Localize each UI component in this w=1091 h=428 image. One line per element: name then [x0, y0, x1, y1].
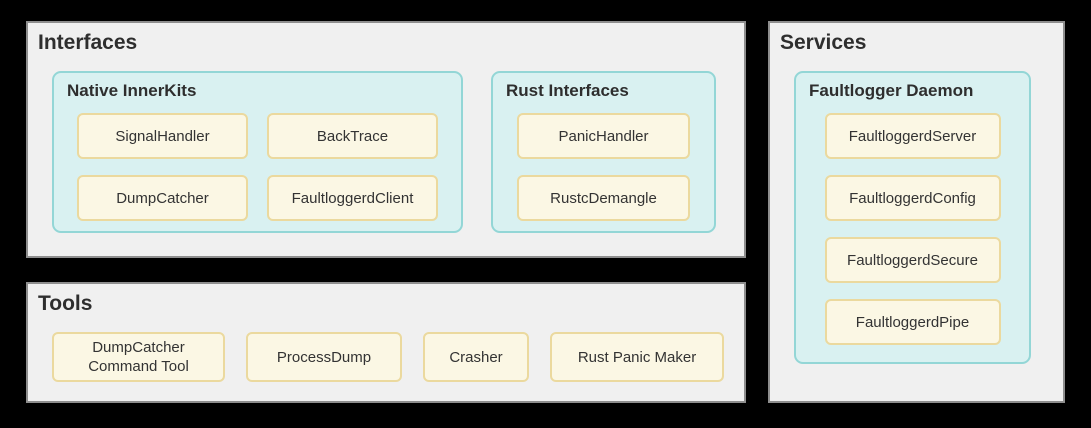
- panel-interfaces-title: Interfaces: [38, 31, 138, 54]
- cluster-rust-interfaces: Rust Interfaces PanicHandler RustcDemang…: [491, 71, 716, 233]
- node-dumpcatcher: DumpCatcher: [77, 175, 248, 221]
- node-faultloggerdconfig: FaultloggerdConfig: [824, 175, 1001, 221]
- panel-tools-title: Tools: [38, 292, 93, 315]
- cluster-native-innerkits: Native InnerKits SignalHandler BackTrace…: [52, 71, 463, 233]
- node-panichandler: PanicHandler: [517, 113, 690, 159]
- interfaces-clusters-row: Native InnerKits SignalHandler BackTrace…: [52, 71, 716, 233]
- panel-tools: Tools DumpCatcher Command Tool ProcessDu…: [26, 282, 746, 403]
- panel-interfaces: Interfaces Native InnerKits SignalHandle…: [26, 21, 746, 258]
- node-faultloggerdclient: FaultloggerdClient: [267, 175, 438, 221]
- node-processdump: ProcessDump: [246, 332, 402, 382]
- tools-node-row: DumpCatcher Command Tool ProcessDump Cra…: [52, 332, 724, 382]
- node-faultloggerdserver: FaultloggerdServer: [824, 113, 1001, 159]
- node-crasher: Crasher: [423, 332, 529, 382]
- services-clusters-row: Faultlogger Daemon FaultloggerdServer Fa…: [794, 71, 1031, 364]
- panel-services: Services Faultlogger Daemon Faultloggerd…: [768, 21, 1065, 403]
- node-faultloggerdsecure: FaultloggerdSecure: [824, 237, 1001, 283]
- native-innerkits-node-grid: SignalHandler BackTrace DumpCatcher Faul…: [66, 113, 449, 221]
- faultlogger-daemon-node-column: FaultloggerdServer FaultloggerdConfig Fa…: [808, 113, 1017, 345]
- node-faultloggerdpipe: FaultloggerdPipe: [824, 299, 1001, 345]
- node-backtrace: BackTrace: [267, 113, 438, 159]
- node-rust-panic-maker: Rust Panic Maker: [550, 332, 724, 382]
- panel-services-title: Services: [780, 31, 867, 54]
- node-signalhandler: SignalHandler: [77, 113, 248, 159]
- rust-interfaces-node-column: PanicHandler RustcDemangle: [505, 113, 702, 221]
- node-dumpcatcher-command-tool: DumpCatcher Command Tool: [52, 332, 225, 382]
- cluster-faultlogger-daemon: Faultlogger Daemon FaultloggerdServer Fa…: [794, 71, 1031, 364]
- node-rustcdemangle: RustcDemangle: [517, 175, 690, 221]
- cluster-faultlogger-daemon-title: Faultlogger Daemon: [809, 81, 974, 100]
- cluster-native-innerkits-title: Native InnerKits: [67, 81, 197, 100]
- cluster-rust-interfaces-title: Rust Interfaces: [506, 81, 629, 100]
